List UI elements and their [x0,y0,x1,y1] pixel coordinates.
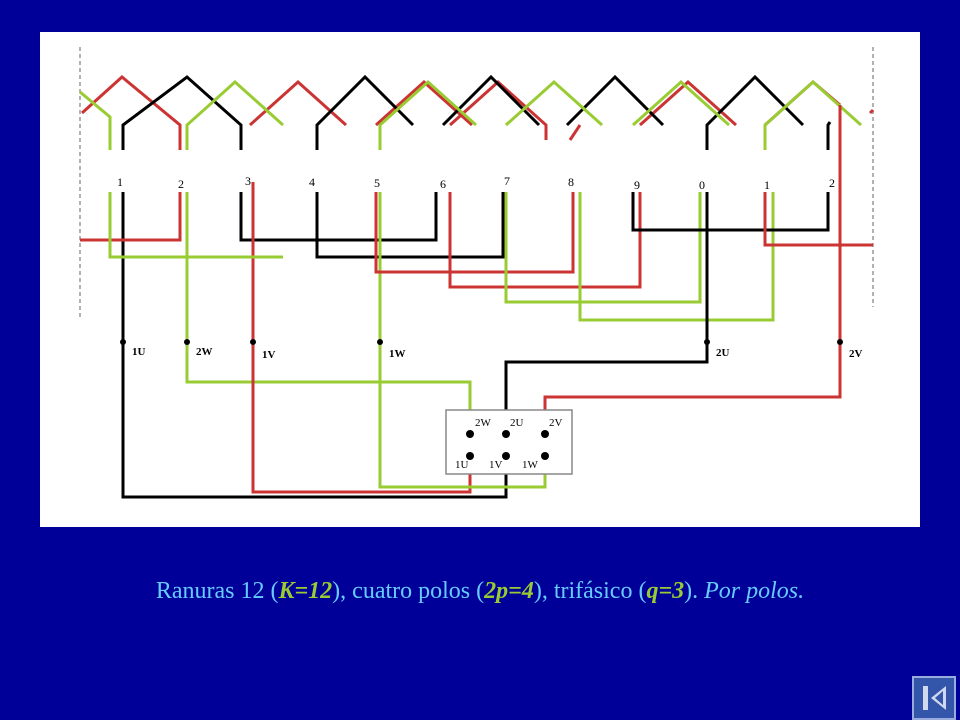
terminal-dot-2v [837,339,843,345]
coil-head-green [504,79,604,127]
phase-v-bridge [448,192,642,289]
slot-label: 7 [504,174,510,188]
slot-label: 8 [568,175,574,189]
terminal-label-2w: 2W [196,346,213,358]
slot-label: 5 [374,176,380,190]
coil-head-green [631,79,731,127]
slot-label: 2 [178,177,184,191]
terminal-label-1v: 1V [262,349,276,361]
end-navigation-icon [923,686,946,710]
coil-head-red [248,79,348,127]
phase-u-lead-2 [504,192,709,427]
coil-head-green [79,90,112,150]
slot-label: 3 [245,174,251,188]
terminal-box-label: 1V [489,459,503,471]
coil-head-red [868,108,875,115]
coil-head-black [826,121,832,150]
terminal-box-dot [502,430,510,438]
terminal-label-1w: 1W [389,348,406,360]
caption-text: ), trifásico ( [533,578,647,604]
phase-w-bridge [578,192,775,322]
coil-head-black [121,75,243,150]
terminal-box-dot [466,452,474,460]
caption-poles-value: 2p=4 [484,578,534,604]
terminal-label-1u: 1U [132,346,146,358]
terminal-box-dot [466,430,474,438]
caption-text: ), cuatro polos ( [332,578,485,604]
slot-label: 1 [117,175,123,189]
terminal-dot-2u [704,339,710,345]
phase-u-bridge [631,192,830,232]
slot-label: 1 [764,178,770,192]
terminal-box-label: 1W [522,459,539,471]
slot-label: 2 [829,176,835,190]
terminal-dot-1u [120,339,126,345]
coil-head-black [315,74,415,150]
terminal-box-dot [502,452,510,460]
end-navigation-button[interactable] [912,676,956,720]
slot-label: 4 [309,175,315,189]
slot-label: 6 [440,177,446,191]
terminal-box [445,409,573,475]
terminal-box-label: 2U [510,417,524,429]
caption-tail: Por polos. [704,578,805,604]
terminal-dot-1w [377,339,383,345]
terminal-label-2u: 2U [716,347,730,359]
terminal-box-label: 1U [455,459,469,471]
phase-v-bridge [374,192,575,274]
terminal-box-label: 2V [549,417,563,429]
caption-text: Ranuras 12 ( [155,578,279,604]
phase-v-exit [763,192,873,247]
coil-head-green [185,79,285,150]
phase-u-bridge [239,192,438,242]
phase-w-entry [108,192,283,259]
winding-diagram: 1 2 3 4 5 6 7 8 9 0 1 2 1U 2W 1V 1W 2U 2… [40,32,920,527]
phase-w-bridge [504,192,702,304]
coil-head-red [763,80,841,127]
winding-diagram-svg: 1 2 3 4 5 6 7 8 9 0 1 2 1U 2W 1V 1W 2U 2… [79,47,875,499]
terminal-box-dot [541,452,549,460]
phase-v-lead-2 [543,105,842,427]
terminal-label-2v: 2V [849,348,863,360]
coil-head-red [448,79,582,141]
caption-text: ). [684,578,705,604]
terminal-box-label: 2W [475,417,492,429]
caption-k-value: K=12 [278,578,333,604]
phase-u-bridge [315,192,505,259]
phase-v-entry [80,192,182,242]
slot-label: 9 [634,178,640,192]
coil-head-red [80,75,182,150]
phase-u-lead [121,192,508,499]
coil-head-black [705,74,805,150]
slot-label: 0 [699,178,705,192]
phase-w-lead-2 [185,192,472,427]
coil-head-green [763,79,863,150]
terminal-box-dot [541,430,549,438]
terminal-dot-1v [250,339,256,345]
caption-q-value: q=3 [646,578,685,604]
terminal-dot-2w [184,339,190,345]
coil-head-green [378,79,478,150]
slide-caption: Ranuras 12 (K=12), cuatro polos (2p=4), … [0,578,960,605]
